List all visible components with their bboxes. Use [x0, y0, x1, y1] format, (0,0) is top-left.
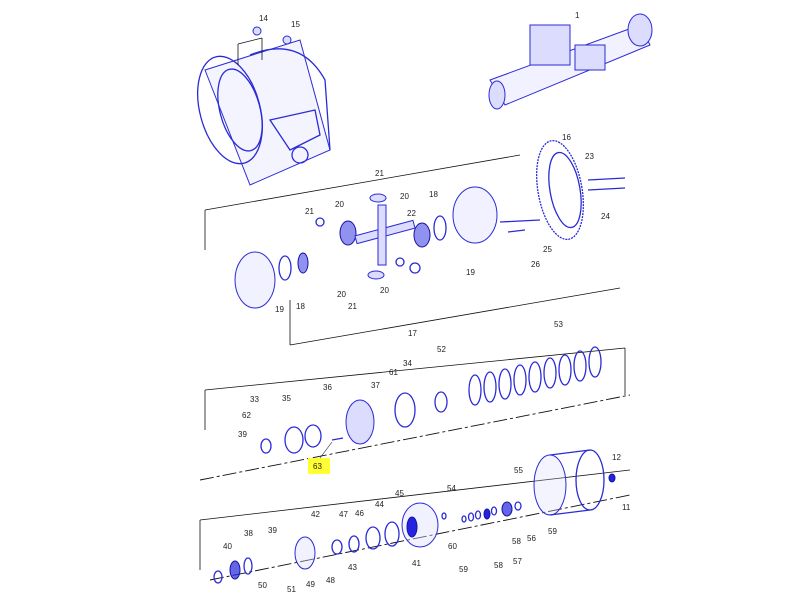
- callout-label[interactable]: 21: [305, 207, 314, 216]
- callout-label[interactable]: 20: [400, 192, 409, 201]
- callout-label[interactable]: 44: [375, 500, 384, 509]
- oring-39: [260, 438, 272, 454]
- callout-label[interactable]: 24: [601, 212, 610, 221]
- callout-label[interactable]: 21: [375, 169, 384, 178]
- callout-label[interactable]: 19: [275, 305, 284, 314]
- callout-label[interactable]: 43: [348, 563, 357, 572]
- callout-label[interactable]: 26: [531, 260, 540, 269]
- callout-label[interactable]: 52: [437, 345, 446, 354]
- highlight-63: [308, 458, 330, 474]
- callout-label[interactable]: 15: [291, 20, 300, 29]
- callout-label[interactable]: 25: [543, 245, 552, 254]
- ring-33: [284, 426, 304, 454]
- axle-assembly: [488, 13, 653, 110]
- callout-label[interactable]: 50: [258, 581, 267, 590]
- callout-label[interactable]: 38: [244, 529, 253, 538]
- seal-35: [304, 424, 322, 448]
- bolt-14: [252, 26, 262, 36]
- callout-label[interactable]: 55: [514, 466, 523, 475]
- callout-label[interactable]: 39: [238, 430, 247, 439]
- callout-label[interactable]: 20: [335, 200, 344, 209]
- callout-label[interactable]: 33: [250, 395, 259, 404]
- callout-label[interactable]: 23: [585, 152, 594, 161]
- callout-label[interactable]: 39: [268, 526, 277, 535]
- callout-label[interactable]: 57: [513, 557, 522, 566]
- callout-label[interactable]: 58: [494, 561, 503, 570]
- callout-label[interactable]: 34: [403, 359, 412, 368]
- callout-label[interactable]: 47: [339, 510, 348, 519]
- callout-label[interactable]: 18: [296, 302, 305, 311]
- bracket-bottom: [199, 469, 631, 570]
- callout-label[interactable]: 51: [287, 585, 296, 594]
- callout-label[interactable]: 22: [407, 209, 416, 218]
- callout-label[interactable]: 1: [575, 11, 580, 20]
- callout-label[interactable]: 11: [622, 503, 631, 512]
- callout-labels: 14 15 1 16 23 24 21 20 21 20 22 18 25 26…: [223, 11, 631, 594]
- callout-label-highlighted[interactable]: 63: [313, 462, 322, 471]
- callout-label[interactable]: 61: [389, 368, 398, 377]
- callout-label[interactable]: 60: [448, 542, 457, 551]
- nut-42: [294, 536, 316, 570]
- bolt-23: [587, 177, 626, 181]
- callout-label[interactable]: 17: [408, 329, 417, 338]
- callout-label[interactable]: 19: [466, 268, 475, 277]
- callout-label[interactable]: 37: [371, 381, 380, 390]
- callout-label[interactable]: 59: [548, 527, 557, 536]
- callout-label[interactable]: 14: [259, 14, 268, 23]
- callout-label[interactable]: 41: [412, 559, 421, 568]
- callout-label[interactable]: 16: [562, 133, 571, 142]
- callout-label[interactable]: 59: [459, 565, 468, 574]
- callout-label[interactable]: 36: [323, 383, 332, 392]
- differential-housing: [197, 37, 331, 186]
- callout-label[interactable]: 42: [311, 510, 320, 519]
- callout-label[interactable]: 49: [306, 580, 315, 589]
- callout-label[interactable]: 35: [282, 394, 291, 403]
- hub-36: [345, 399, 375, 445]
- seal-34: [434, 391, 448, 413]
- bracket-middle: [204, 347, 626, 430]
- callout-label[interactable]: 62: [242, 411, 251, 420]
- pin-63: [331, 437, 344, 441]
- callout-label[interactable]: 56: [527, 534, 536, 543]
- callout-label[interactable]: 58: [512, 537, 521, 546]
- cylinder-55: [533, 449, 605, 516]
- callout-label[interactable]: 18: [429, 190, 438, 199]
- callout-label[interactable]: 54: [447, 484, 456, 493]
- callout-label[interactable]: 20: [380, 286, 389, 295]
- callout-label[interactable]: 46: [355, 509, 364, 518]
- callout-label[interactable]: 45: [395, 489, 404, 498]
- callout-label[interactable]: 53: [554, 320, 563, 329]
- ring-37: [394, 392, 416, 428]
- ring-gear-16: [536, 139, 584, 241]
- callout-label[interactable]: 12: [612, 453, 621, 462]
- nut-15: [282, 35, 292, 45]
- bracket-17: [204, 154, 621, 346]
- callout-label[interactable]: 20: [337, 290, 346, 299]
- clutch-spring-stack-53: [468, 346, 602, 406]
- callout-label[interactable]: 40: [223, 542, 232, 551]
- differential-parts: [234, 186, 541, 309]
- callout-label[interactable]: 21: [348, 302, 357, 311]
- callout-label[interactable]: 48: [326, 576, 335, 585]
